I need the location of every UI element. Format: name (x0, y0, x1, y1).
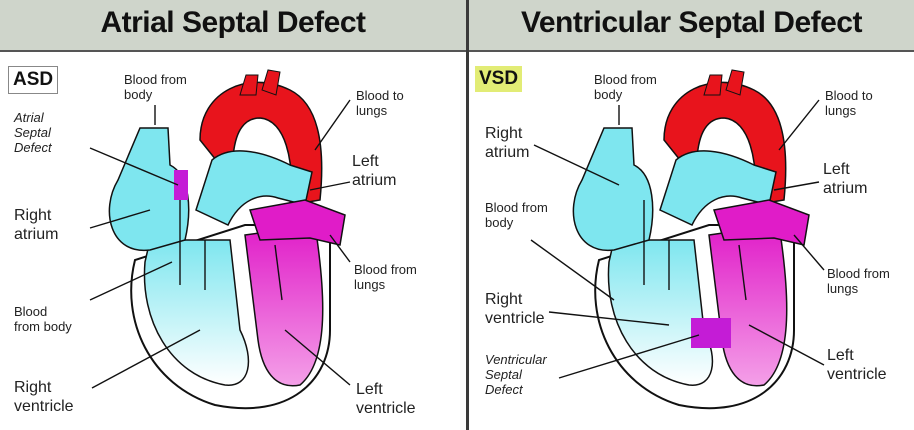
asd-label-blood-to-lungs: Blood to lungs (356, 88, 404, 118)
asd-label-blood-from-body-bottom: Blood from body (14, 304, 72, 334)
vsd-label-blood-from-lungs: Blood from lungs (827, 266, 890, 296)
asd-heart-diagram (0, 0, 466, 430)
vsd-label-blood-from-body-top: Blood from body (594, 72, 657, 102)
vsd-left-atrium (714, 200, 809, 245)
asd-label-blood-from-body-top: Blood from body (124, 72, 187, 102)
vsd-label-blood-to-lungs: Blood to lungs (825, 88, 873, 118)
asd-label-left-ventricle: Left ventricle (356, 380, 416, 418)
asd-panel: Atrial Septal Defect ASD (0, 0, 466, 430)
vsd-right-atrium (573, 128, 652, 250)
asd-label-blood-from-lungs: Blood from lungs (354, 262, 417, 292)
asd-label-right-ventricle: Right ventricle (14, 378, 74, 416)
asd-label-left-atrium: Left atrium (352, 152, 396, 190)
vsd-septal-defect (691, 318, 731, 348)
asd-label-atrial-septal-defect: Atrial Septal Defect (14, 110, 52, 155)
vsd-label-left-atrium: Left atrium (823, 160, 867, 198)
asd-left-atrium (250, 200, 345, 245)
vsd-panel: Ventricular Septal Defect VSD (469, 0, 914, 430)
vsd-label-right-ventricle: Right ventricle (485, 290, 545, 328)
asd-label-right-atrium: Right atrium (14, 206, 58, 244)
vsd-label-blood-from-body-mid: Blood from body (485, 200, 548, 230)
vsd-label-right-atrium: Right atrium (485, 124, 529, 162)
vsd-label-left-ventricle: Left ventricle (827, 346, 887, 384)
asd-septal-defect (174, 170, 188, 200)
vsd-label-ventricular-septal-defect: Ventricular Septal Defect (485, 352, 547, 397)
